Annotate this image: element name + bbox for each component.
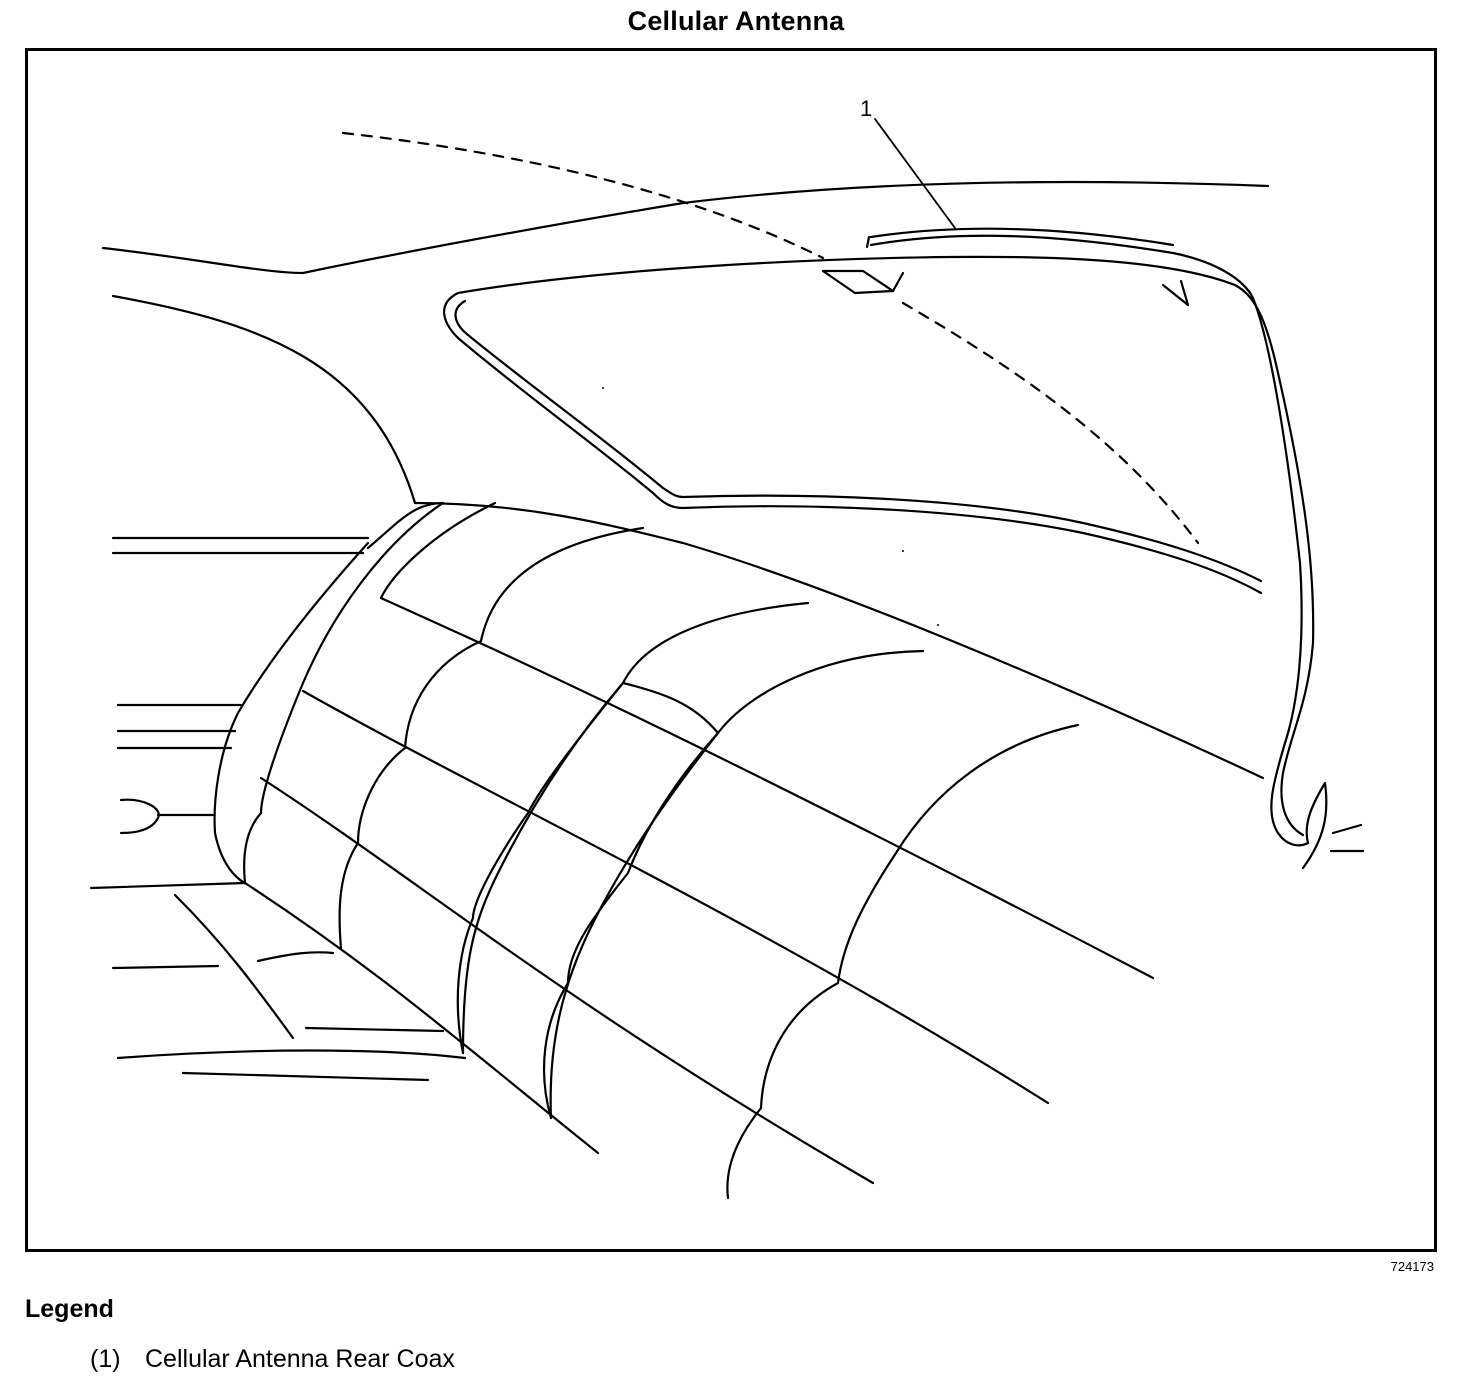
connector-bracket [821,269,895,295]
callout-label-1: 1 [860,96,872,121]
floor-curve-6 [181,1071,430,1082]
diagram-frame: 1 [25,48,1437,1252]
floor-curve-2 [111,964,220,970]
roof-line [101,180,1270,275]
floor-curve-5 [116,1049,467,1060]
figure-number: 724173 [1390,1259,1434,1274]
legend-item: (1) Cellular Antenna Rear Coax [90,1345,455,1374]
seat-tuft-row-1 [379,596,1155,980]
seat-tuft-row-2 [301,689,1050,1105]
window-frame-outer [443,291,1263,595]
seat-tuft-col-4 [543,649,925,1120]
legend-item-number: (1) [90,1345,121,1373]
floor-curve-4 [304,1026,445,1033]
floor-line [89,881,247,890]
seat-latch-icon [119,798,160,835]
legend-item-text: Cellular Antenna Rear Coax [145,1345,455,1373]
seat-tuft-col-5 [726,723,1080,1200]
rear-window-outer [456,255,1315,837]
dashed-reference-line [341,131,825,260]
page-title: Cellular Antenna [627,6,845,36]
legend-heading: Legend [25,1295,114,1323]
seat-back-outline [213,541,370,885]
antenna-illustration: 1 [89,96,1365,1200]
seat-tuft-row-3 [259,776,875,1185]
callout-leader-1 [874,118,956,229]
seat-tuft-col-3 [456,601,810,1055]
floor-curve-3 [256,951,335,963]
rear-deck-line [413,501,1265,780]
seat-tuft-col-2 [338,526,645,950]
window-frame-inner [454,299,1263,583]
rear-window-inner [869,234,1310,847]
seat-strap-right [549,731,720,1120]
c-pillar [111,294,417,505]
floor-curve-1 [173,893,295,1040]
dashed-reference-line-lower [901,301,1200,545]
seat-tuft-col-1 [379,501,497,600]
seat-tuft-row-4 [243,881,600,1155]
seat-strap-left [461,681,625,1055]
coax-pigtail [1301,781,1328,870]
